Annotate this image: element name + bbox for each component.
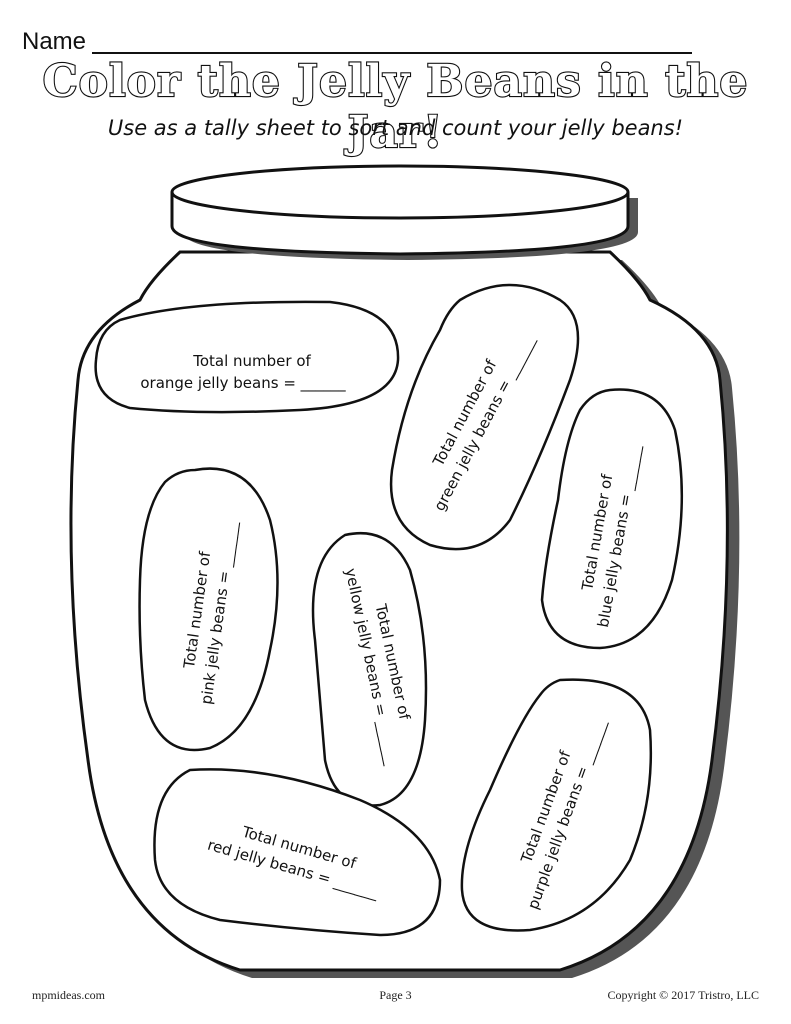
- jelly-bean-blue[interactable]: Total number of blue jelly beans = _____…: [540, 388, 684, 650]
- jelly-bean-orange[interactable]: Total number of orange jelly beans = ___…: [94, 300, 400, 414]
- page-subtitle: Use as a tally sheet to sort and count y…: [107, 116, 684, 140]
- jar-lid-top: [170, 164, 630, 220]
- page-title: Color the Jelly Beans in the Jar!: [41, 55, 749, 159]
- name-blank-line[interactable]: [92, 32, 693, 54]
- jelly-bean-purple[interactable]: Total number of purple jelly beans = ___…: [460, 678, 653, 932]
- bean-orange-line1: Total number of: [192, 352, 311, 370]
- jelly-bean-red[interactable]: Total number of red jelly beans = ______: [153, 768, 442, 937]
- footer-website: mpmideas.com: [32, 988, 105, 1002]
- jelly-bean-green[interactable]: Total number of green jelly beans = ____…: [389, 283, 580, 551]
- name-label: Name: [22, 28, 87, 55]
- jelly-bean-yellow[interactable]: Total number of yellow jelly beans = ___…: [311, 531, 428, 807]
- footer-copyright: Copyright © 2017 Tristro, LLC: [607, 988, 759, 1002]
- name-field[interactable]: Name: [22, 28, 693, 55]
- footer-page-number: Page 3: [379, 988, 412, 1002]
- bean-orange-line2: orange jelly beans = ______: [140, 374, 346, 393]
- jelly-bean-pink[interactable]: Total number of pink jelly beans = _____…: [138, 467, 279, 752]
